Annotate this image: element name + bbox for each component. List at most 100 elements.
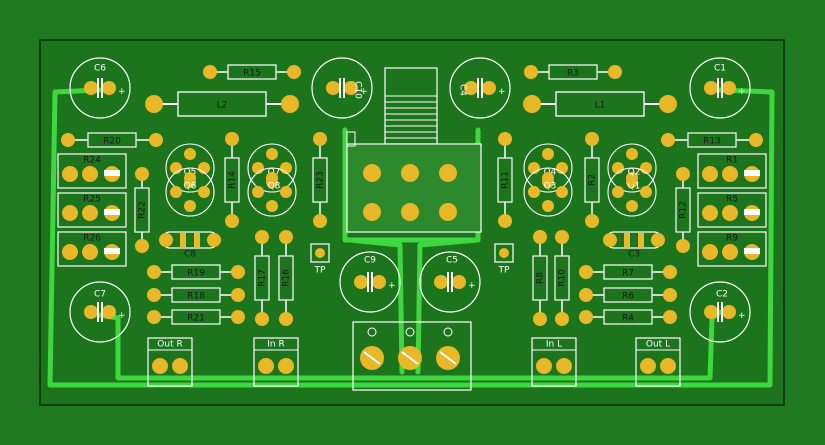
component-label: TP	[314, 266, 326, 276]
component-label: R4	[622, 314, 634, 324]
inductor-l2: L2	[145, 91, 299, 117]
resistor-r20: R20	[61, 132, 163, 148]
component-label: R16	[282, 269, 292, 287]
connector-in-r: In R	[253, 337, 299, 387]
component-label: C1	[714, 64, 726, 74]
component-label: Out R	[157, 340, 182, 350]
component-label: R3	[567, 69, 579, 79]
component-label: R13	[703, 137, 721, 147]
component-label: R12	[679, 201, 689, 219]
resistor-r2: R2	[584, 132, 600, 228]
component-label: Q3	[544, 182, 557, 192]
resistor-r25: R25	[57, 192, 127, 228]
resistor-r11: R11	[497, 132, 513, 228]
component-label: Q8	[268, 182, 281, 192]
component-label: In L	[546, 340, 562, 350]
component-label: C6	[94, 64, 106, 74]
component-label: R19	[187, 269, 205, 279]
component-label: R11	[501, 171, 511, 189]
component-label: C5	[446, 256, 458, 266]
capacitor-c8: C8	[159, 231, 221, 260]
connector-in-l: In L	[531, 337, 577, 387]
component-label: R6	[622, 292, 634, 302]
resistor-r8: R8	[532, 230, 548, 326]
component-label: C3	[628, 250, 640, 260]
capacitor-c6: + C6	[69, 57, 131, 119]
trace-outer-loop	[47, 87, 775, 388]
resistor-r15: R15	[203, 64, 301, 80]
capacitor-c9: + C9	[339, 251, 401, 313]
component-label: R1	[726, 156, 738, 166]
resistor-r1: R1	[697, 153, 767, 189]
resistor-r3: R3	[524, 64, 622, 80]
capacitor-c7: + C7	[69, 281, 131, 343]
resistor-r4: R4	[579, 309, 677, 325]
test-point-tp-left: TP	[310, 243, 330, 276]
component-label: R14	[228, 171, 238, 189]
resistor-r5: R5	[697, 192, 767, 228]
resistor-r14: R14	[224, 132, 240, 228]
terminal-block	[352, 321, 472, 391]
svg-text:+: +	[468, 281, 476, 291]
resistor-r21: R21	[147, 309, 245, 325]
component-label: R24	[83, 156, 101, 166]
component-label: L1	[595, 101, 606, 111]
inductor-l1: L1	[523, 91, 677, 117]
svg-text:+: +	[360, 87, 368, 97]
component-label: R2	[588, 174, 598, 186]
component-label: R18	[187, 292, 205, 302]
transistor-q2: Q2	[607, 167, 657, 217]
transistor-q6: Q6	[165, 167, 215, 217]
component-label: R8	[536, 272, 546, 284]
component-label: TP	[498, 266, 510, 276]
svg-text:+: +	[738, 311, 746, 321]
svg-text:+: +	[388, 281, 396, 291]
connector-out-r: Out R	[147, 337, 193, 387]
component-label: C2	[716, 290, 728, 300]
resistor-r23: R23	[312, 132, 328, 228]
component-label: R17	[258, 269, 268, 287]
transistor-q8: Q8	[247, 167, 297, 217]
capacitor-c2: + C2	[689, 281, 751, 343]
pot-pads	[363, 164, 457, 221]
potentiometer	[346, 67, 482, 233]
capacitor-c5: + C5	[419, 251, 481, 313]
terminal-outline	[352, 321, 472, 391]
resistor-r12: R12	[675, 167, 691, 253]
component-label: R5	[726, 195, 738, 205]
component-label: C7	[94, 290, 106, 300]
resistor-r18: R18	[147, 287, 245, 303]
terminal-screws	[360, 346, 460, 370]
test-point-tp-right: TP	[494, 243, 514, 276]
component-label: Q2	[628, 168, 641, 178]
component-label: R21	[187, 314, 205, 324]
capacitor-c1: + C1	[689, 57, 751, 119]
resistor-r10: R10	[554, 230, 570, 326]
component-label: R26	[83, 234, 101, 244]
svg-text:+: +	[118, 87, 126, 97]
component-label: C10	[353, 81, 363, 99]
capacitor-c3: C3	[603, 231, 665, 260]
resistor-r22: R22	[134, 167, 150, 253]
resistor-r19: R19	[147, 264, 245, 280]
connector-out-l: Out L	[635, 337, 681, 387]
svg-text:+: +	[118, 311, 126, 321]
resistor-r24: R24	[57, 153, 127, 189]
component-label: Q6	[184, 182, 197, 192]
component-label: Out L	[646, 340, 670, 350]
resistor-r26: R26	[57, 231, 127, 267]
component-label: In R	[267, 340, 284, 350]
resistor-r9: R9	[697, 231, 767, 267]
capacitor-c4: +C4	[449, 57, 511, 119]
component-label: R20	[103, 137, 121, 147]
component-label: C9	[364, 256, 376, 266]
svg-text:+: +	[738, 87, 746, 97]
component-label: R25	[83, 195, 101, 205]
pot-shaft-ridges	[385, 95, 437, 139]
resistor-r6: R6	[579, 287, 677, 303]
transistor-q3: Q3	[523, 167, 573, 217]
component-label: L2	[217, 101, 228, 111]
component-label: R22	[138, 201, 148, 219]
component-label: R7	[622, 269, 634, 279]
